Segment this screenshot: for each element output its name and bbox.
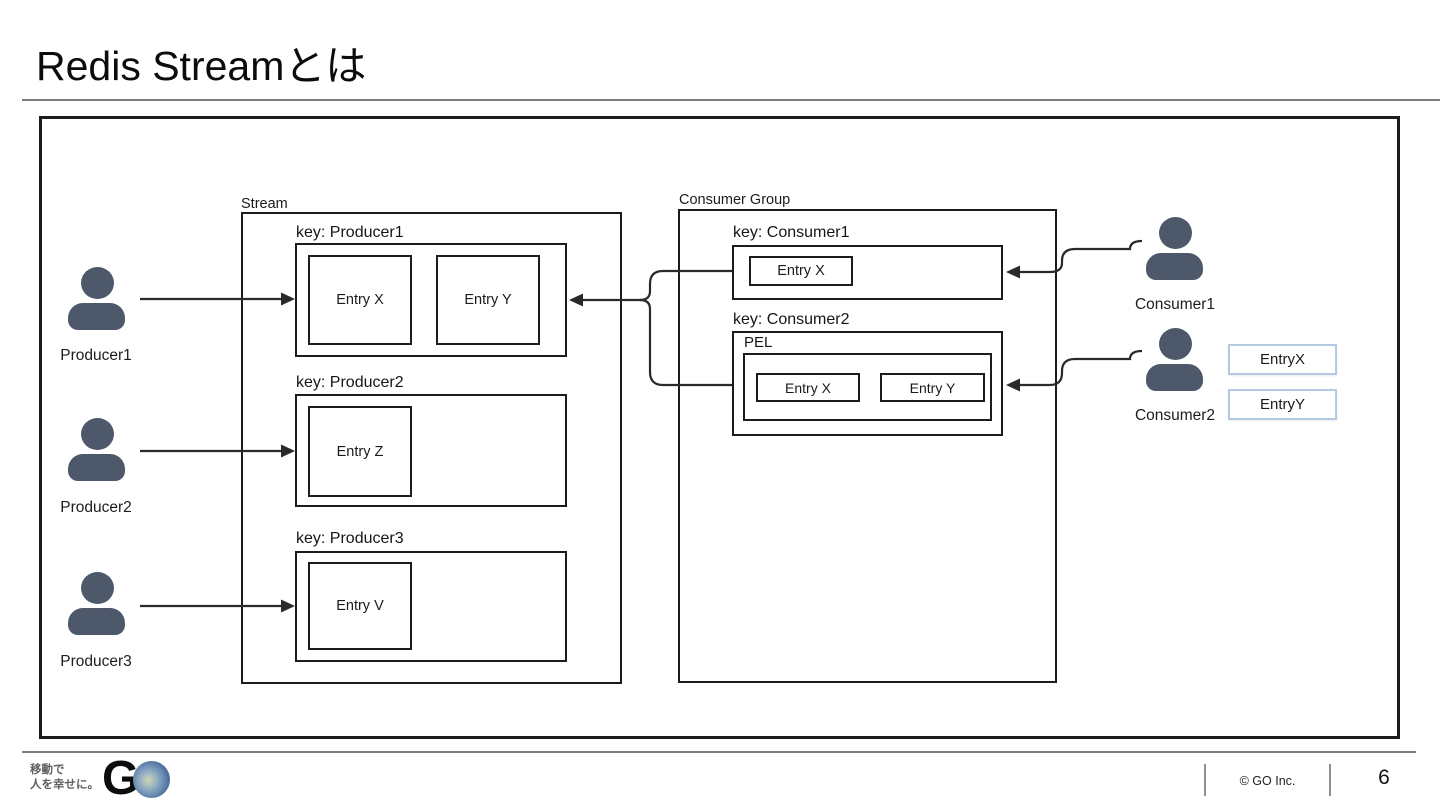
pel-label: PEL <box>744 334 773 351</box>
consumer-1-person-icon <box>1146 217 1204 280</box>
company-slogan: 移動で 人を幸せに。 <box>30 763 99 793</box>
producer-1-person-icon <box>68 267 126 330</box>
pel-entry-x: Entry X <box>756 373 860 402</box>
entry-label: Entry Y <box>464 292 512 308</box>
stream-key3-label: key: Producer3 <box>296 530 404 547</box>
consumer-2-label: Consumer2 <box>1134 407 1216 424</box>
consumer-key1-entry-x: Entry X <box>749 256 853 286</box>
person-body-icon <box>68 608 125 635</box>
consumer2-pending-entry-x: EntryX <box>1228 344 1337 375</box>
person-body-icon <box>68 303 125 330</box>
consumer-key1-label: key: Consumer1 <box>733 224 850 241</box>
person-head-icon <box>1158 217 1192 249</box>
stream-key2-entry-z: Entry Z <box>308 406 412 497</box>
person-body-icon <box>68 454 125 481</box>
consumer2-pending-entry-y: EntryY <box>1228 389 1337 420</box>
page-number: 6 <box>1378 766 1390 789</box>
entry-label: Entry V <box>336 598 384 614</box>
stream-group-label: Stream <box>241 196 288 212</box>
entry-label: EntryX <box>1259 351 1305 368</box>
footer-separator <box>1204 764 1206 796</box>
producer-3-label: Producer3 <box>60 653 132 670</box>
person-head-icon <box>80 267 114 299</box>
producer-3-person-icon <box>68 572 126 635</box>
producer-2-label: Producer2 <box>60 499 132 516</box>
go-logo-globe-icon <box>133 761 170 798</box>
stream-key1-entry-y: Entry Y <box>436 255 540 345</box>
person-head-icon <box>80 572 114 604</box>
consumer-group-label: Consumer Group <box>679 192 791 208</box>
stream-key3-entry-v: Entry V <box>308 562 412 650</box>
producer-1-label: Producer1 <box>60 347 132 364</box>
slogan-line-1: 移動で <box>30 764 65 776</box>
person-head-icon <box>1158 328 1192 360</box>
entry-label: Entry X <box>777 263 825 279</box>
producer-2-person-icon <box>68 418 126 481</box>
consumer-key2-label: key: Consumer2 <box>733 311 850 328</box>
title-divider <box>22 99 1440 101</box>
consumer-1-label: Consumer1 <box>1134 296 1216 313</box>
stream-key1-label: key: Producer1 <box>296 224 404 241</box>
person-head-icon <box>80 418 114 450</box>
footer-separator <box>1329 764 1331 796</box>
consumer-2-person-icon <box>1146 328 1204 391</box>
entry-label: Entry Y <box>909 379 956 396</box>
person-body-icon <box>1146 253 1203 280</box>
page-title: Redis Streamとは <box>36 43 367 89</box>
person-body-icon <box>1146 364 1203 391</box>
copyright-text: © GO Inc. <box>1239 774 1296 788</box>
slogan-line-2: 人を幸せに。 <box>30 779 99 791</box>
entry-label: EntryY <box>1259 396 1305 413</box>
entry-label: Entry X <box>336 292 384 308</box>
footer-divider <box>22 751 1416 753</box>
pel-entry-y: Entry Y <box>880 373 985 402</box>
stream-key2-label: key: Producer2 <box>296 374 404 391</box>
entry-label: Entry Z <box>336 443 384 460</box>
stream-key1-entry-x: Entry X <box>308 255 412 345</box>
entry-label: Entry X <box>785 379 831 396</box>
